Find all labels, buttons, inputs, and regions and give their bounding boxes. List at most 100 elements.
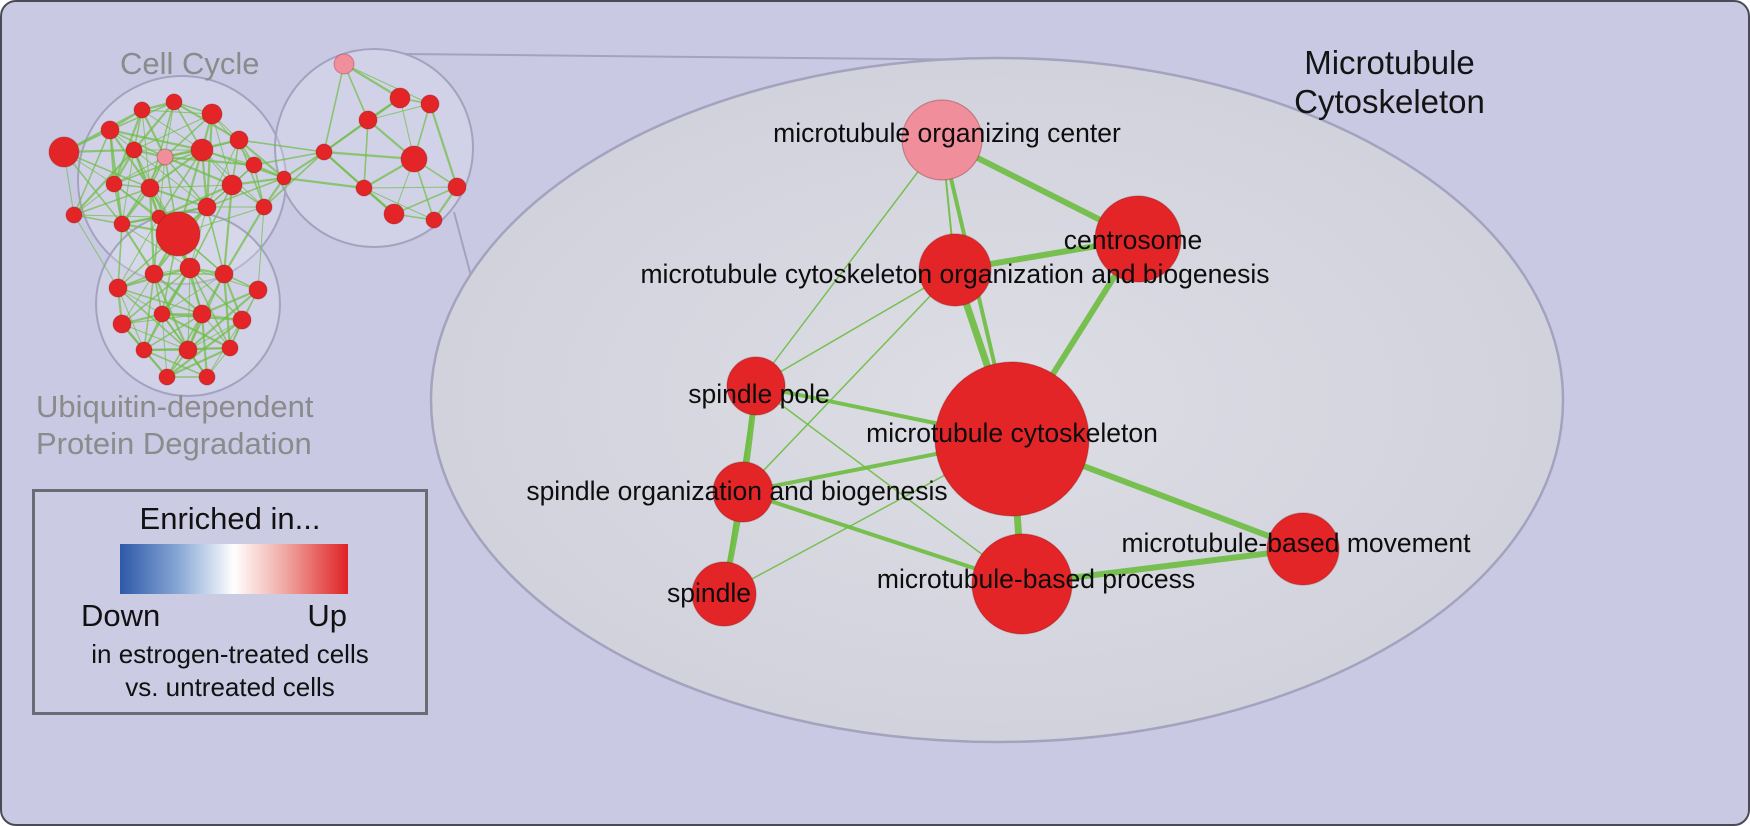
overview-node (255, 198, 273, 216)
overview-node (48, 136, 80, 168)
overview-node (232, 310, 252, 330)
overview-node (276, 170, 292, 186)
overview-node (125, 141, 143, 159)
overview-node (198, 368, 216, 386)
overview-edge (323, 63, 345, 153)
node-mc (934, 361, 1090, 517)
overview-edge (133, 113, 213, 151)
overview-edge (206, 139, 240, 208)
overview-edge (121, 323, 189, 351)
overview-edge (117, 223, 123, 289)
overview-edge (121, 223, 155, 275)
node-mbp (971, 533, 1073, 635)
overview-node (133, 101, 151, 119)
node-spindle (691, 561, 757, 627)
overview-edge (63, 151, 151, 189)
cluster-label-ubiquitin-line2: Protein Degradation (36, 426, 312, 462)
overview-edge (149, 184, 233, 189)
cluster-label-ubiquitin: Ubiquitin-dependent Protein Degradation (36, 388, 314, 462)
cluster-label-ubiquitin-line1: Ubiquitin-dependent (36, 389, 314, 424)
overview-node (245, 156, 263, 174)
overview-node (65, 206, 83, 224)
overview-node (178, 340, 198, 360)
overview-edge (73, 187, 151, 216)
overview-edge (164, 101, 175, 158)
overview-node (248, 280, 268, 300)
overview-edge (363, 187, 435, 221)
detail-edge-moc-spindle_pole (755, 139, 943, 387)
overview-edge (253, 151, 325, 166)
node-mcob (918, 233, 992, 307)
detail-cluster-title: Microtubule Cytoskeleton (1282, 44, 1497, 122)
detail-cluster-title-line2: Cytoskeleton (1294, 82, 1485, 120)
legend-up-label: Up (307, 598, 347, 633)
overview-edge (73, 214, 123, 225)
overview-node (420, 94, 440, 114)
node-label-sob: spindle organization and biogenesis (526, 476, 947, 506)
node-label-mcob: microtubule cytoskeleton organization an… (640, 259, 1269, 289)
magnifier-line (403, 53, 998, 61)
overview-edge (117, 216, 160, 289)
node-label-mbp: microtubule-based process (877, 564, 1195, 594)
overview-node (140, 178, 160, 198)
overview-edge (63, 151, 123, 225)
overview-edge (200, 313, 209, 378)
overview-edge (363, 119, 369, 189)
overview-node (425, 211, 443, 229)
detail-edge-mcob-sob (742, 269, 956, 493)
legend-box: Enriched in... Down Up in estrogen-treat… (32, 489, 428, 715)
overview-node (108, 278, 128, 298)
overview-edge (323, 119, 369, 153)
node-sob (712, 461, 774, 523)
overview-node (192, 304, 212, 324)
legend-down-label: Down (81, 598, 161, 633)
overview-edge (117, 287, 189, 351)
overview-edge (158, 183, 233, 219)
overview-edge (141, 109, 151, 189)
detail-cluster-title-line1: Microtubule (1304, 44, 1475, 81)
overview-edge (363, 186, 458, 189)
overview-node (358, 110, 378, 130)
node-label-mbm: microtubule-based movement (1121, 528, 1471, 558)
overview-node (221, 174, 243, 196)
overview-edge (141, 109, 203, 151)
overview-edge (148, 187, 156, 275)
overview-node (333, 53, 355, 75)
overview-node (447, 177, 467, 197)
overview-edge (367, 103, 431, 121)
overview-node (201, 103, 223, 125)
overview-node (229, 130, 249, 150)
overview-node (315, 143, 333, 161)
legend-caption-line2: vs. untreated cells (125, 672, 335, 703)
overview-edge (187, 319, 243, 351)
overview-edge (393, 186, 458, 215)
overview-edge (206, 177, 285, 208)
node-label-spindle: spindle (667, 578, 751, 608)
legend-gradient-bar (120, 544, 348, 594)
overview-edge (166, 347, 231, 378)
node-spindle_pole (726, 356, 786, 416)
overview-edge (121, 149, 135, 225)
overview-edge (222, 184, 234, 275)
overview-node (214, 264, 234, 284)
overview-node (190, 138, 214, 162)
overview-edge (283, 176, 365, 190)
overview-edge (73, 183, 115, 216)
legend-title: Enriched in... (139, 501, 321, 536)
overview-node (165, 93, 183, 111)
overview-edge (149, 186, 208, 209)
overview-node (197, 197, 217, 217)
overview-edge (201, 149, 285, 179)
overview-node (156, 148, 174, 166)
overview-edge (73, 214, 119, 289)
overview-node (153, 305, 171, 323)
node-moc (901, 99, 983, 181)
overview-edge (238, 139, 265, 208)
overview-node (135, 341, 153, 359)
overview-edge (143, 349, 208, 378)
detail-edge-spindle_pole-mbp (755, 385, 1023, 585)
node-label-centrosome: centrosome (1064, 225, 1202, 255)
overview-node (400, 145, 428, 173)
legend-caption: in estrogen-treated cells vs. untreated … (35, 638, 425, 705)
